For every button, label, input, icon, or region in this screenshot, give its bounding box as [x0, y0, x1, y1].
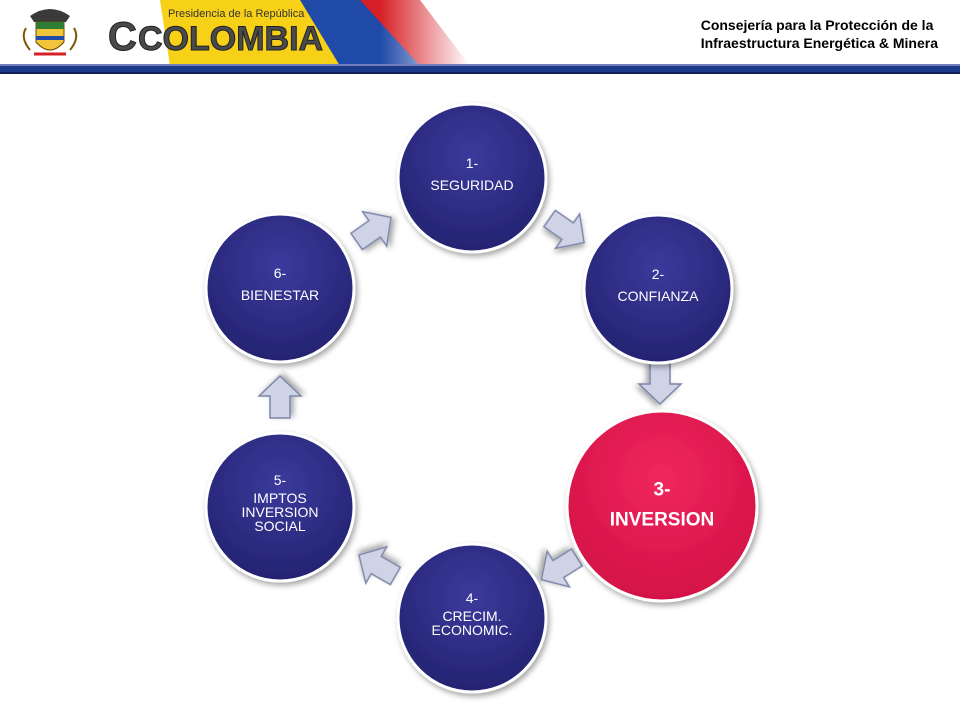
cycle-node: 2- CONFIANZA — [582, 213, 734, 365]
cycle-node-label: INVERSION — [241, 504, 318, 520]
cycle-arrow-icon — [349, 210, 392, 251]
cycle-node-number: 1- — [466, 155, 479, 171]
header-rule — [0, 64, 960, 74]
cycle-node-number: 2- — [652, 266, 665, 282]
cycle-node-circle — [582, 213, 734, 365]
cycle-node: 3- INVERSION — [565, 409, 759, 603]
presidency-line: Presidencia de la República — [168, 8, 305, 20]
coat-of-arms-icon — [22, 9, 78, 56]
cycle-arrow-icon — [542, 209, 585, 250]
cycle-arrow-icon — [358, 545, 402, 586]
country-logo-initial: C — [108, 15, 137, 59]
cycle-node: 6- BIENESTAR — [204, 212, 356, 364]
cycle-node-number: 5- — [274, 472, 287, 488]
header-title-line2: Infraestructura Energética & Minera — [700, 35, 938, 51]
cycle-node-label: IMPTOS — [253, 490, 306, 506]
cycle-node: 4- CRECIM.ECONOMIC. — [396, 542, 548, 694]
cycle-node-circle — [396, 542, 548, 694]
cycle-arrow-icon — [257, 374, 303, 419]
cycle-node-label: BIENESTAR — [241, 287, 319, 303]
cycle-arrow-icon — [540, 547, 584, 589]
cycle-node-circle — [204, 212, 356, 364]
cycle-node-number: 4- — [466, 590, 479, 606]
cycle-node-label: CRECIM. — [442, 608, 501, 624]
country-logo-text: COLOMBIA — [138, 20, 323, 58]
cycle-node-label: SEGURIDAD — [430, 177, 513, 193]
cycle-node-number: 3- — [654, 480, 671, 501]
cycle-node-label: CONFIANZA — [618, 288, 700, 304]
cycle-node: 1- SEGURIDAD — [396, 102, 548, 254]
cycle-node-circle-highlight — [565, 409, 759, 603]
cycle-arrow-icon — [637, 361, 683, 406]
cycle-node-circle — [204, 431, 356, 583]
page-header: Presidencia de la República C COLOMBIA C… — [0, 0, 960, 78]
header-title: Consejería para la Protección de la Infr… — [701, 16, 938, 52]
cycle-node-number: 6- — [274, 265, 287, 281]
colombia-wordmark: Presidencia de la República C COLOMBIA — [108, 8, 324, 60]
cycle-node-circle — [396, 102, 548, 254]
cycle-node-label: SOCIAL — [254, 518, 306, 534]
cycle-node-label: ECONOMIC. — [432, 622, 513, 638]
header-title-line1: Consejería para la Protección de la — [700, 17, 934, 33]
colombia-logo-band: Presidencia de la República C COLOMBIA — [22, 0, 470, 66]
cycle-node-label: INVERSION — [610, 510, 715, 531]
